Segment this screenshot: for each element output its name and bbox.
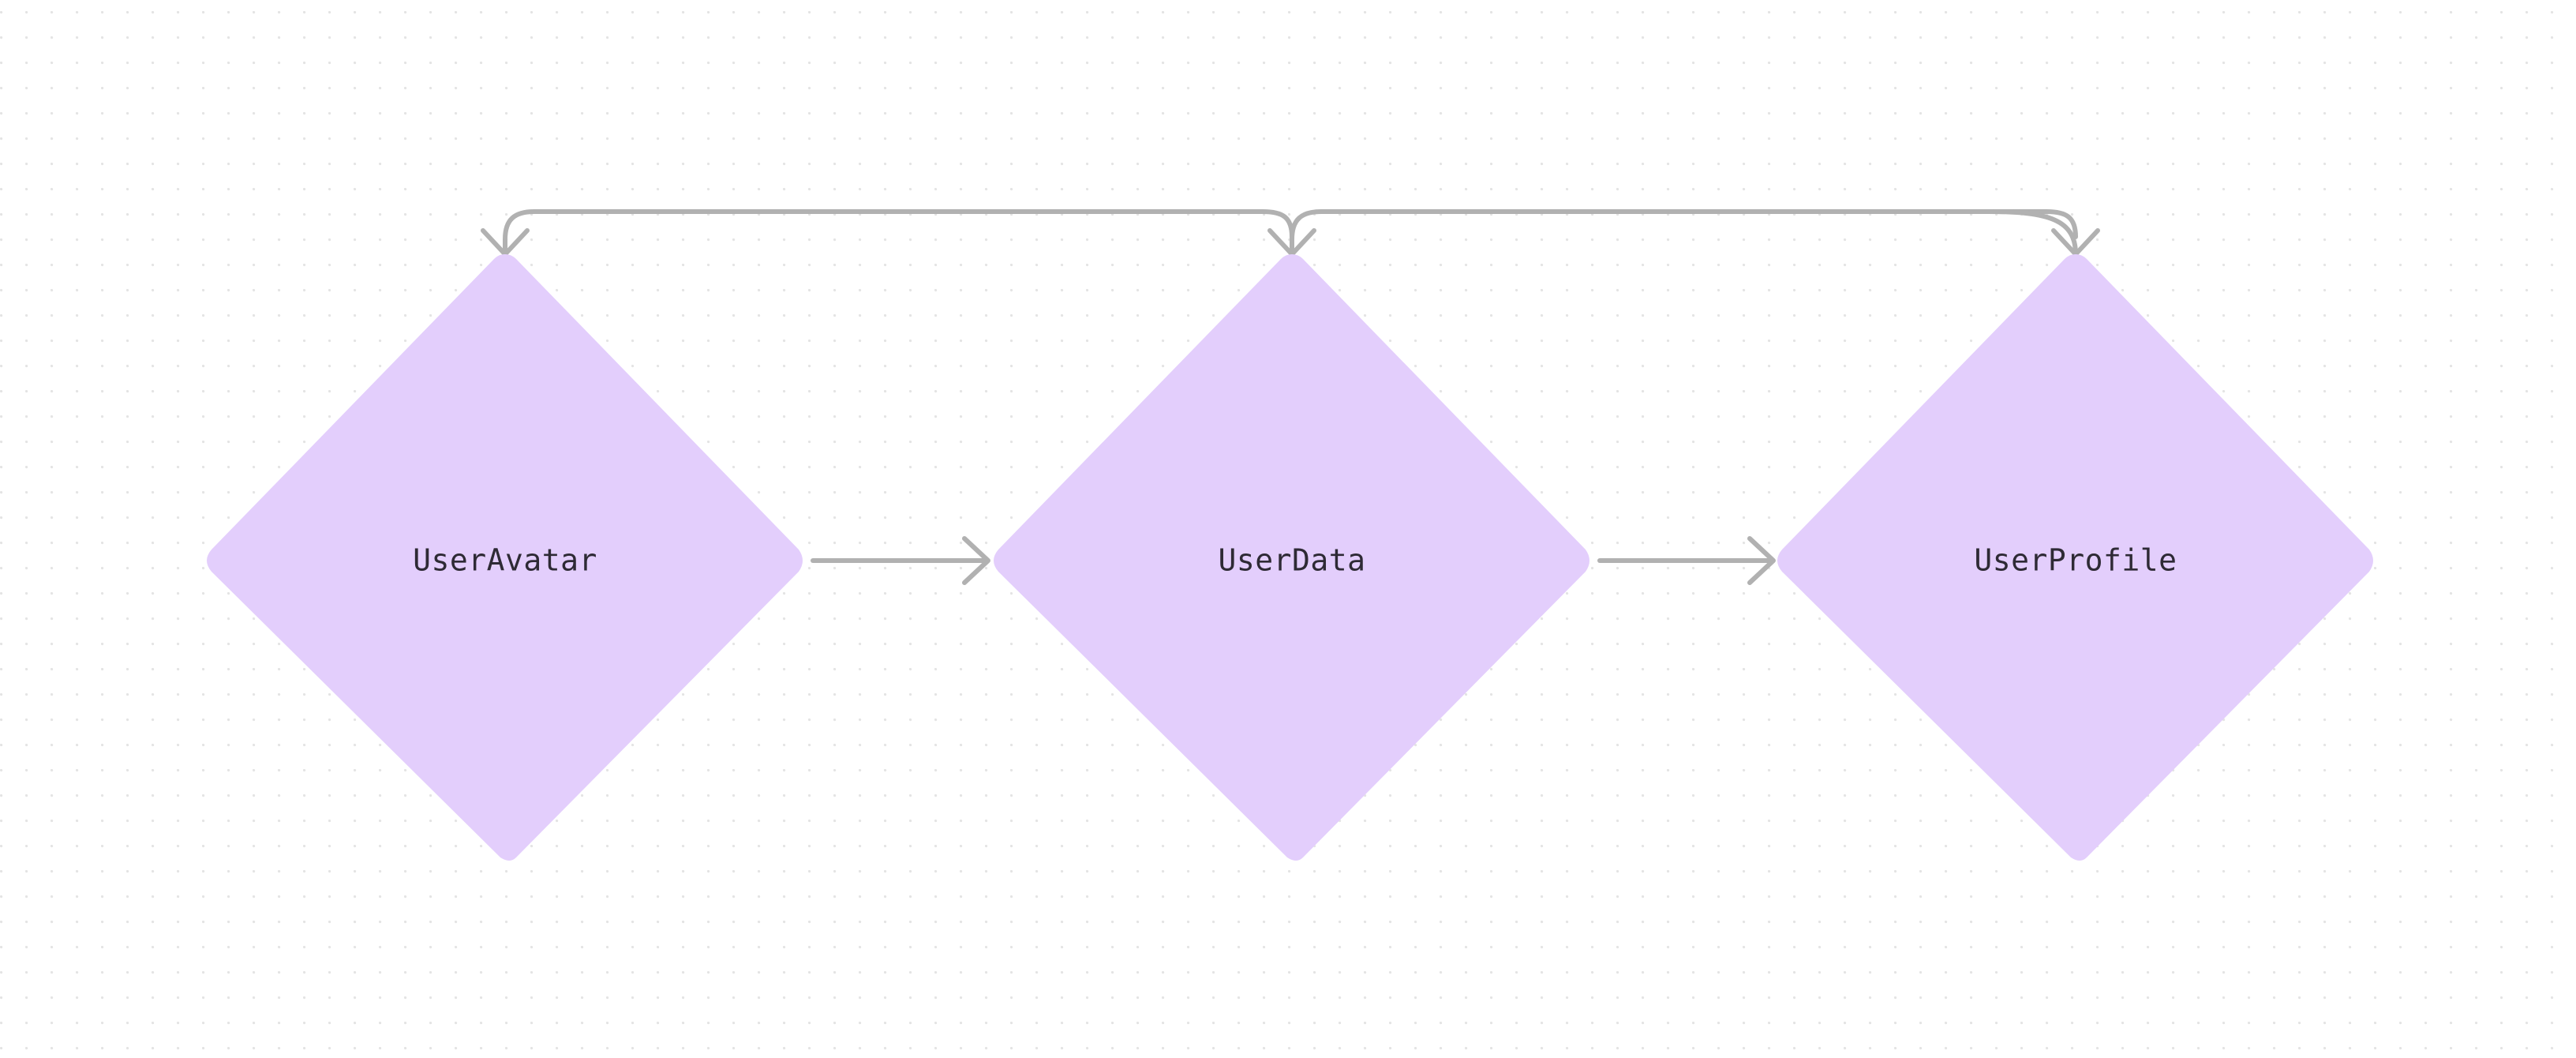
edge-data-to-profile-arrowhead	[1747, 536, 1776, 585]
node-user-profile-label: UserProfile	[1974, 543, 2177, 578]
node-user-profile-diamond	[1777, 254, 2373, 861]
node-user-data-label: UserData	[1218, 543, 1365, 578]
edge-loop-data-to-avatar-line	[503, 209, 1294, 257]
node-user-profile[interactable]: UserProfile	[1777, 254, 2373, 861]
edge-stub-into-profile-line	[1986, 209, 2078, 257]
edge-loop-profile-to-data-line	[1290, 209, 2078, 257]
edge-avatar-to-data-arrowhead	[962, 536, 990, 585]
edge-loop-data-to-avatar[interactable]	[481, 209, 1294, 257]
edge-data-to-profile[interactable]	[1597, 536, 1776, 585]
edge-stub-into-profile[interactable]	[1986, 209, 2100, 257]
node-user-data[interactable]: UserData	[994, 254, 1589, 861]
node-user-avatar-label: UserAvatar	[413, 543, 597, 578]
node-user-avatar-diamond	[207, 254, 803, 861]
edge-loop-profile-to-data[interactable]	[1267, 209, 2078, 257]
edge-avatar-to-data[interactable]	[811, 536, 990, 585]
node-user-data-diamond	[994, 254, 1589, 861]
node-user-avatar[interactable]: UserAvatar	[207, 254, 803, 861]
